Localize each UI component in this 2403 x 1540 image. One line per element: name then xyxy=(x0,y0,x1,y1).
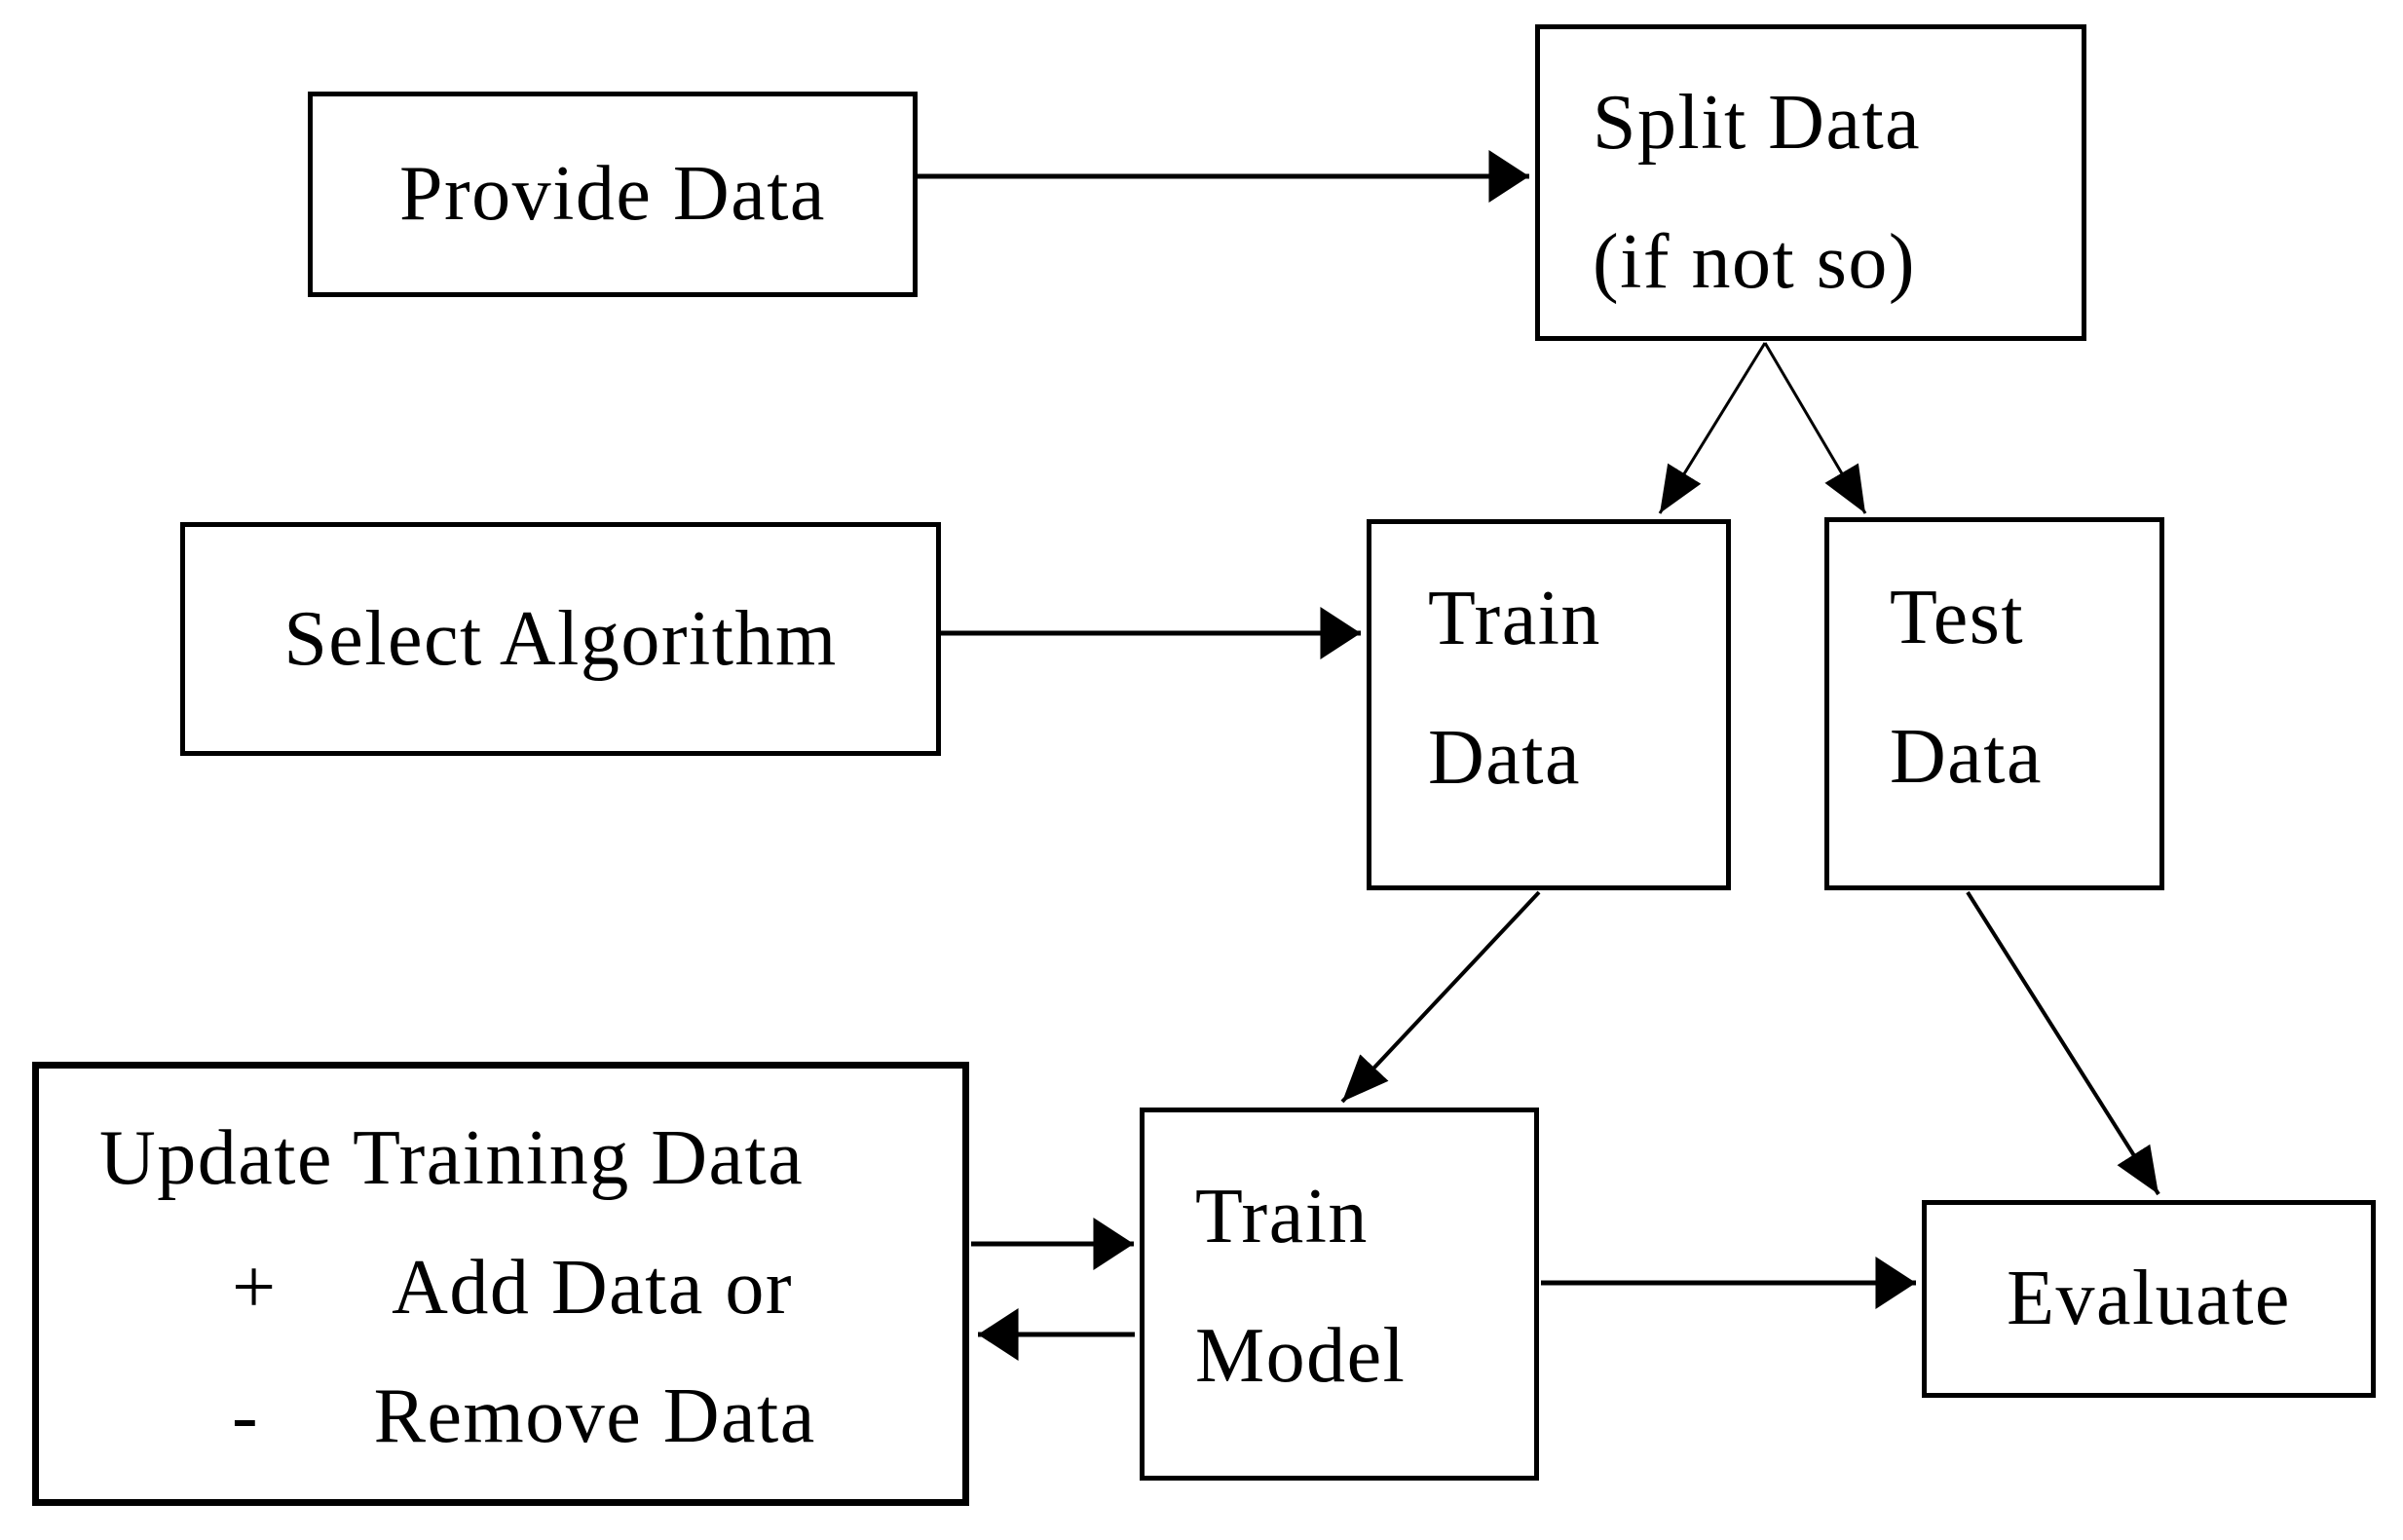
update-item-add-data: + Add Data or xyxy=(39,1223,962,1353)
node-split-data-label-line1: Split Data xyxy=(1593,80,1922,167)
node-test-data-label-line2: Data xyxy=(1890,713,2044,800)
node-train-data-label-line1: Train xyxy=(1428,576,1601,662)
minus-marker: - xyxy=(232,1373,260,1460)
node-evaluate: Evaluate xyxy=(1922,1200,2376,1398)
node-provide-data: Provide Data xyxy=(308,92,918,297)
arrow-split-data-to-train-data xyxy=(1658,342,1767,514)
node-update-training-data-title: Update Training Data xyxy=(99,1114,805,1201)
node-test-data-label-line1: Test xyxy=(1890,575,2025,661)
node-split-data-label-line2: (if not so) xyxy=(1593,218,1917,305)
node-train-model: Train Model xyxy=(1140,1108,1539,1481)
arrow-train-data-to-train-model xyxy=(1340,890,1541,1104)
node-test-data: Test Data xyxy=(1824,517,2164,890)
update-item-add-data-label: Add Data or xyxy=(392,1244,794,1331)
node-select-algorithm: Select Algorithm xyxy=(180,522,941,756)
node-train-model-label-line1: Train xyxy=(1195,1174,1369,1260)
update-item-remove-data: - Remove Data xyxy=(39,1352,962,1482)
arrow-split-data-to-test-data xyxy=(1763,342,1867,514)
node-train-data: Train Data xyxy=(1367,519,1731,890)
update-item-remove-data-label: Remove Data xyxy=(373,1373,816,1460)
node-select-algorithm-label: Select Algorithm xyxy=(283,595,838,682)
node-split-data: Split Data (if not so) xyxy=(1535,24,2086,341)
node-train-model-label-line2: Model xyxy=(1195,1312,1407,1399)
node-train-data-label-line2: Data xyxy=(1428,714,1582,801)
arrow-test-data-to-evaluate xyxy=(1966,890,2160,1196)
plus-marker: + xyxy=(232,1244,278,1331)
node-update-training-data: Update Training Data + Add Data or - Rem… xyxy=(32,1062,969,1506)
node-provide-data-label: Provide Data xyxy=(399,151,826,238)
node-evaluate-label: Evaluate xyxy=(2007,1256,2291,1342)
